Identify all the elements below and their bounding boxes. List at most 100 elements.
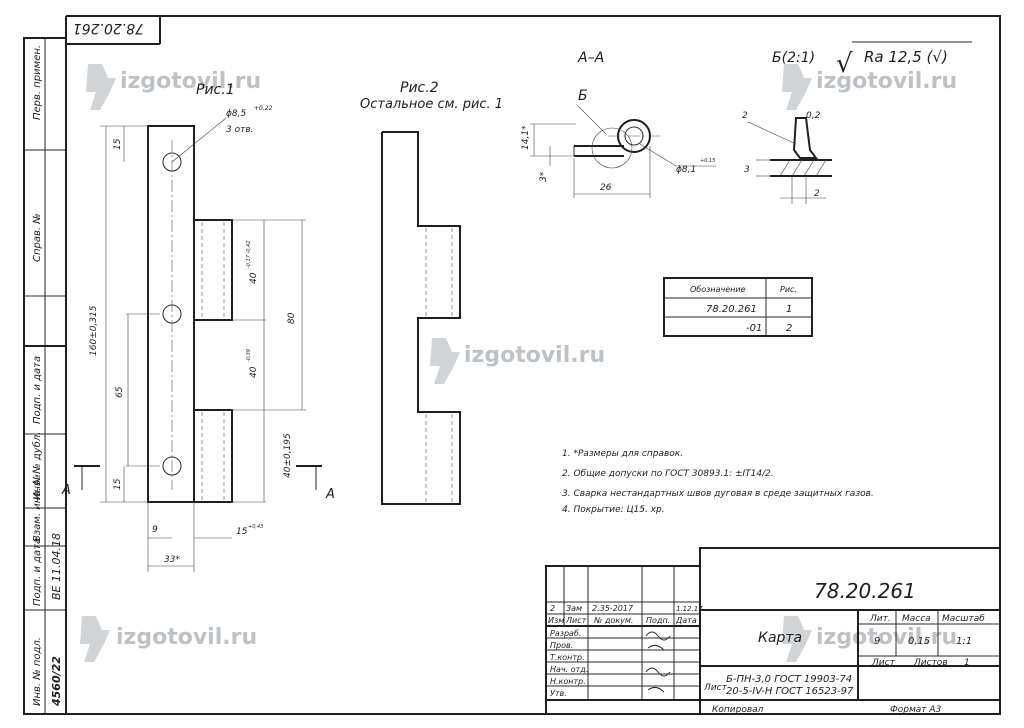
dim-hole-tol: +0,22 <box>254 105 273 112</box>
roughness-icon: √ <box>836 49 853 79</box>
note-3: 3. Сварка нестандартных швов дуговая в с… <box>562 489 874 499</box>
dim-33: 33* <box>164 555 180 565</box>
doc-number: 78.20.261 <box>814 579 916 603</box>
role-head: Нач. отд. <box>550 665 588 674</box>
dim-15-top: 15 <box>113 138 123 150</box>
sheets-label: Листов <box>913 658 948 668</box>
dim-65: 65 <box>115 386 125 398</box>
dim-40a-tol: -0,17 -0,42 <box>246 241 252 268</box>
detail-b: Б(2:1) √ Ra 12,5 (√) 2 0,2 3 2 <box>742 41 972 204</box>
dim-b02: 0,2 <box>806 111 821 121</box>
side-label-podp2: Подп. и дата <box>32 538 43 606</box>
change-doc: 2.35-2017 <box>592 604 634 613</box>
dim-80: 80 <box>287 312 297 324</box>
doc-name: Карта <box>758 630 802 646</box>
side-labels: Перв. примен. Справ. № Подп. и дата Инв.… <box>31 45 63 707</box>
detail-title: Б(2:1) <box>772 50 815 66</box>
watermark-logo-icon <box>430 338 460 384</box>
figure-2: Рис.2 Остальное см. рис. 1 <box>360 80 503 505</box>
side-label-dubl: Инв. № дубл. <box>31 432 43 500</box>
side-label-perv: Перв. примен. <box>32 45 43 120</box>
signature-1 <box>645 631 671 651</box>
section-mark-left: А <box>61 483 71 498</box>
dim-40b-tol: -0,39 <box>246 349 252 362</box>
dim-15-bot: 15 <box>113 478 123 490</box>
watermark-logo-icon <box>782 64 812 110</box>
scale-value: 1:1 <box>956 636 972 647</box>
change-date: 1.12.17 <box>676 605 703 613</box>
sheet-label: Лист <box>871 658 896 668</box>
table-cell-r1c1: 78.20.261 <box>706 304 757 315</box>
watermark-4: izgotovil.ru <box>116 625 257 650</box>
dim-15r-tol: +0,43 <box>248 524 263 530</box>
side-label-sprav: Справ. № <box>32 213 43 262</box>
lit-value: 9 <box>874 636 880 647</box>
role-tcontrol: Т.контр. <box>550 653 585 662</box>
mass-label: Масса <box>902 614 931 624</box>
side-label-podp1: Подп. и дата <box>32 356 43 424</box>
role-ncontrol: Н.контр. <box>550 677 586 686</box>
dim-b2a: 2 <box>742 111 748 121</box>
dim-hole: ϕ8,5 <box>226 109 247 119</box>
hdr-izm: Изм <box>548 616 564 625</box>
watermark-5: izgotovil.ru <box>816 625 957 650</box>
side-handwritten-inv: 4560/22 <box>50 656 63 707</box>
scale-label: Масштаб <box>942 614 985 624</box>
figure-1: Рис.1 ϕ8,5 +0,22 3 отв. 160±0,315 15 65 … <box>61 82 335 572</box>
mass-value: 0,15 <box>908 636 930 647</box>
dim-hole-count: 3 отв. <box>226 125 254 135</box>
side-handwritten-date: ВЕ 11.04.18 <box>50 533 63 600</box>
dim-160: 160±0,315 <box>89 305 99 356</box>
sheets-value: 1 <box>964 658 970 668</box>
fig1-title: Рис.1 <box>196 82 235 98</box>
hdr-date: Дата <box>675 616 697 625</box>
table-cell-r2c1: -01 <box>746 323 762 334</box>
dim-3: 3* <box>539 171 549 182</box>
dim-b3: 3 <box>744 165 750 175</box>
dim-40c: 40±0,195 <box>283 433 293 478</box>
copied-label: Копировал <box>712 705 764 715</box>
tech-notes: 1. *Размеры для справок. 2. Общие допуск… <box>562 449 874 515</box>
dim-26: 26 <box>600 183 612 193</box>
doc-number-top: 78.20.261 <box>73 20 144 36</box>
watermark-logo-icon <box>782 616 812 662</box>
table-cell-r2c2: 2 <box>786 323 792 334</box>
watermark-3: izgotovil.ru <box>464 343 605 368</box>
material-line-2: 20-5-IV-Н ГОСТ 16523-97 <box>726 686 854 697</box>
signature-2 <box>645 667 671 693</box>
section-mark-right: А <box>325 487 335 502</box>
table-header-designation: Обозначение <box>690 285 746 294</box>
watermarks: izgotovil.ru izgotovil.ru izgotovil.ru i… <box>80 64 957 662</box>
side-label-vzam: Взам. инв. № <box>32 474 43 542</box>
note-2: 2. Общие допуски по ГОСТ 30893.1: ±IT14/… <box>562 469 774 479</box>
watermark-2: izgotovil.ru <box>816 69 957 94</box>
section-aa: А–А Б 14,1* 3* 26 ϕ8,1 +0,15 <box>521 50 716 198</box>
change-izm: 2 <box>550 604 555 613</box>
watermark-1: izgotovil.ru <box>120 69 261 94</box>
sheet-frame <box>23 15 1001 715</box>
table-cell-r1c2: 1 <box>786 304 792 315</box>
detail-mark-b: Б <box>578 88 588 104</box>
dim-14-1: 14,1* <box>521 125 531 150</box>
dim-40b: 40 <box>249 366 259 378</box>
watermark-logo-icon <box>86 64 116 110</box>
fig2-title: Рис.2 <box>400 80 439 96</box>
format-label: Формат А3 <box>890 705 942 715</box>
dim-15r: 15 <box>236 527 248 537</box>
material-prefix: Лист <box>703 683 728 693</box>
hdr-doc: № докум. <box>593 616 633 625</box>
watermark-logo-icon <box>80 616 110 662</box>
table-header-fig: Рис. <box>780 285 797 294</box>
role-dev: Разраб. <box>550 629 581 638</box>
change-list: Зам <box>566 604 582 613</box>
section-title: А–А <box>577 50 604 66</box>
dim-8-1: ϕ8,1 <box>676 165 696 175</box>
lit-label: Лит. <box>869 614 891 624</box>
variants-table: Обозначение Рис. 78.20.261 1 -01 2 <box>663 277 813 337</box>
roughness: Ra 12,5 (√) <box>864 48 948 66</box>
role-check: Пров. <box>550 641 573 650</box>
role-approve: Утв. <box>550 689 567 698</box>
side-label-inv: Инв. № подл. <box>32 637 43 706</box>
fig2-note: Остальное см. рис. 1 <box>360 97 503 112</box>
